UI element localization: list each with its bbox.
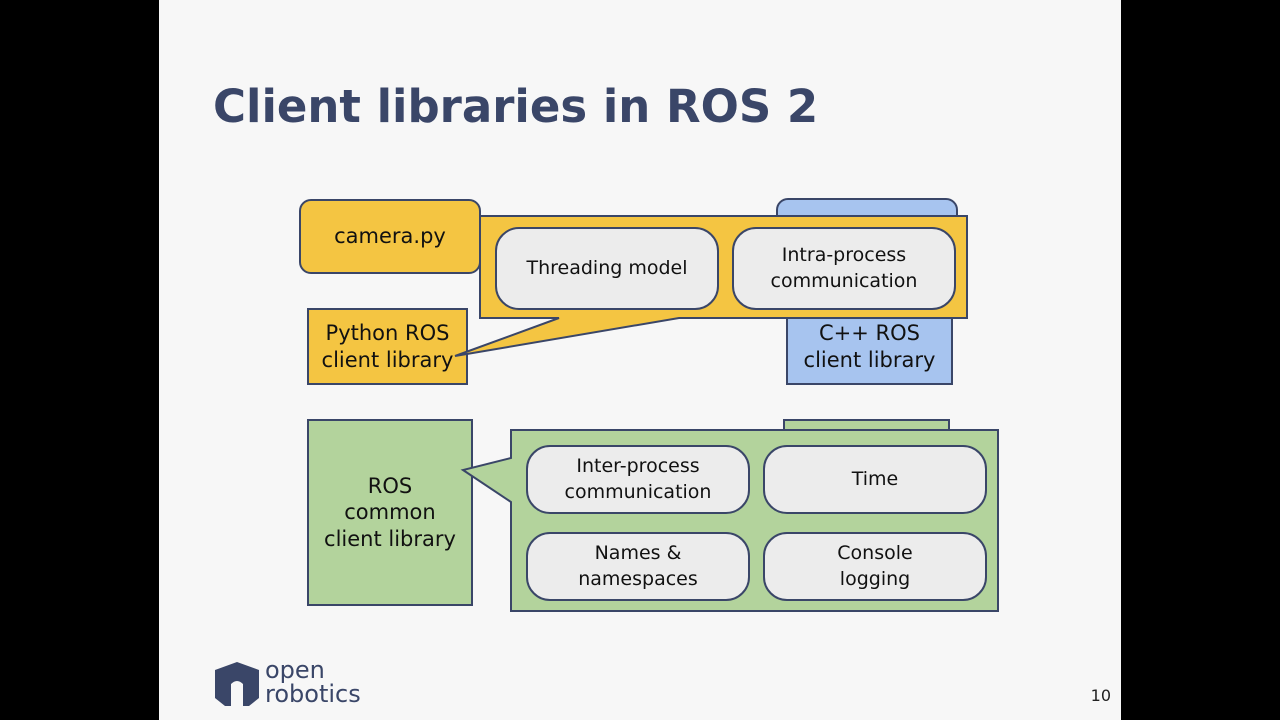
logo-text: open robotics [265,658,361,706]
python-client-library-label: Python ROS client library [321,321,454,372]
intra-process-communication-pill: Intra-process communication [732,227,956,310]
threading-model-pill: Threading model [495,227,719,310]
slide: Client libraries in ROS 2 camera.py C++ … [159,0,1121,720]
python-client-library-box: Python ROS client library [307,308,468,385]
logo-text-line1: open [265,656,325,684]
callout-shapes [454,215,999,612]
console-logging-pill: Console logging [763,532,987,601]
slide-title: Client libraries in ROS 2 [213,80,819,133]
camera-py-label: camera.py [334,224,446,249]
names-namespaces-pill: Names & namespaces [526,532,750,601]
page-number: 10 [1090,686,1111,705]
camera-py-box: camera.py [299,199,481,274]
inter-process-communication-pill: Inter-process communication [526,445,750,514]
logo-text-line2: robotics [265,680,361,708]
ros-common-client-library-label: ROS common client library [324,474,456,551]
ros-common-client-library-box: ROS common client library [307,419,473,606]
open-robotics-logo-icon [215,662,259,706]
time-pill: Time [763,445,987,514]
cpp-client-library-label: C++ ROS client library [803,321,936,372]
